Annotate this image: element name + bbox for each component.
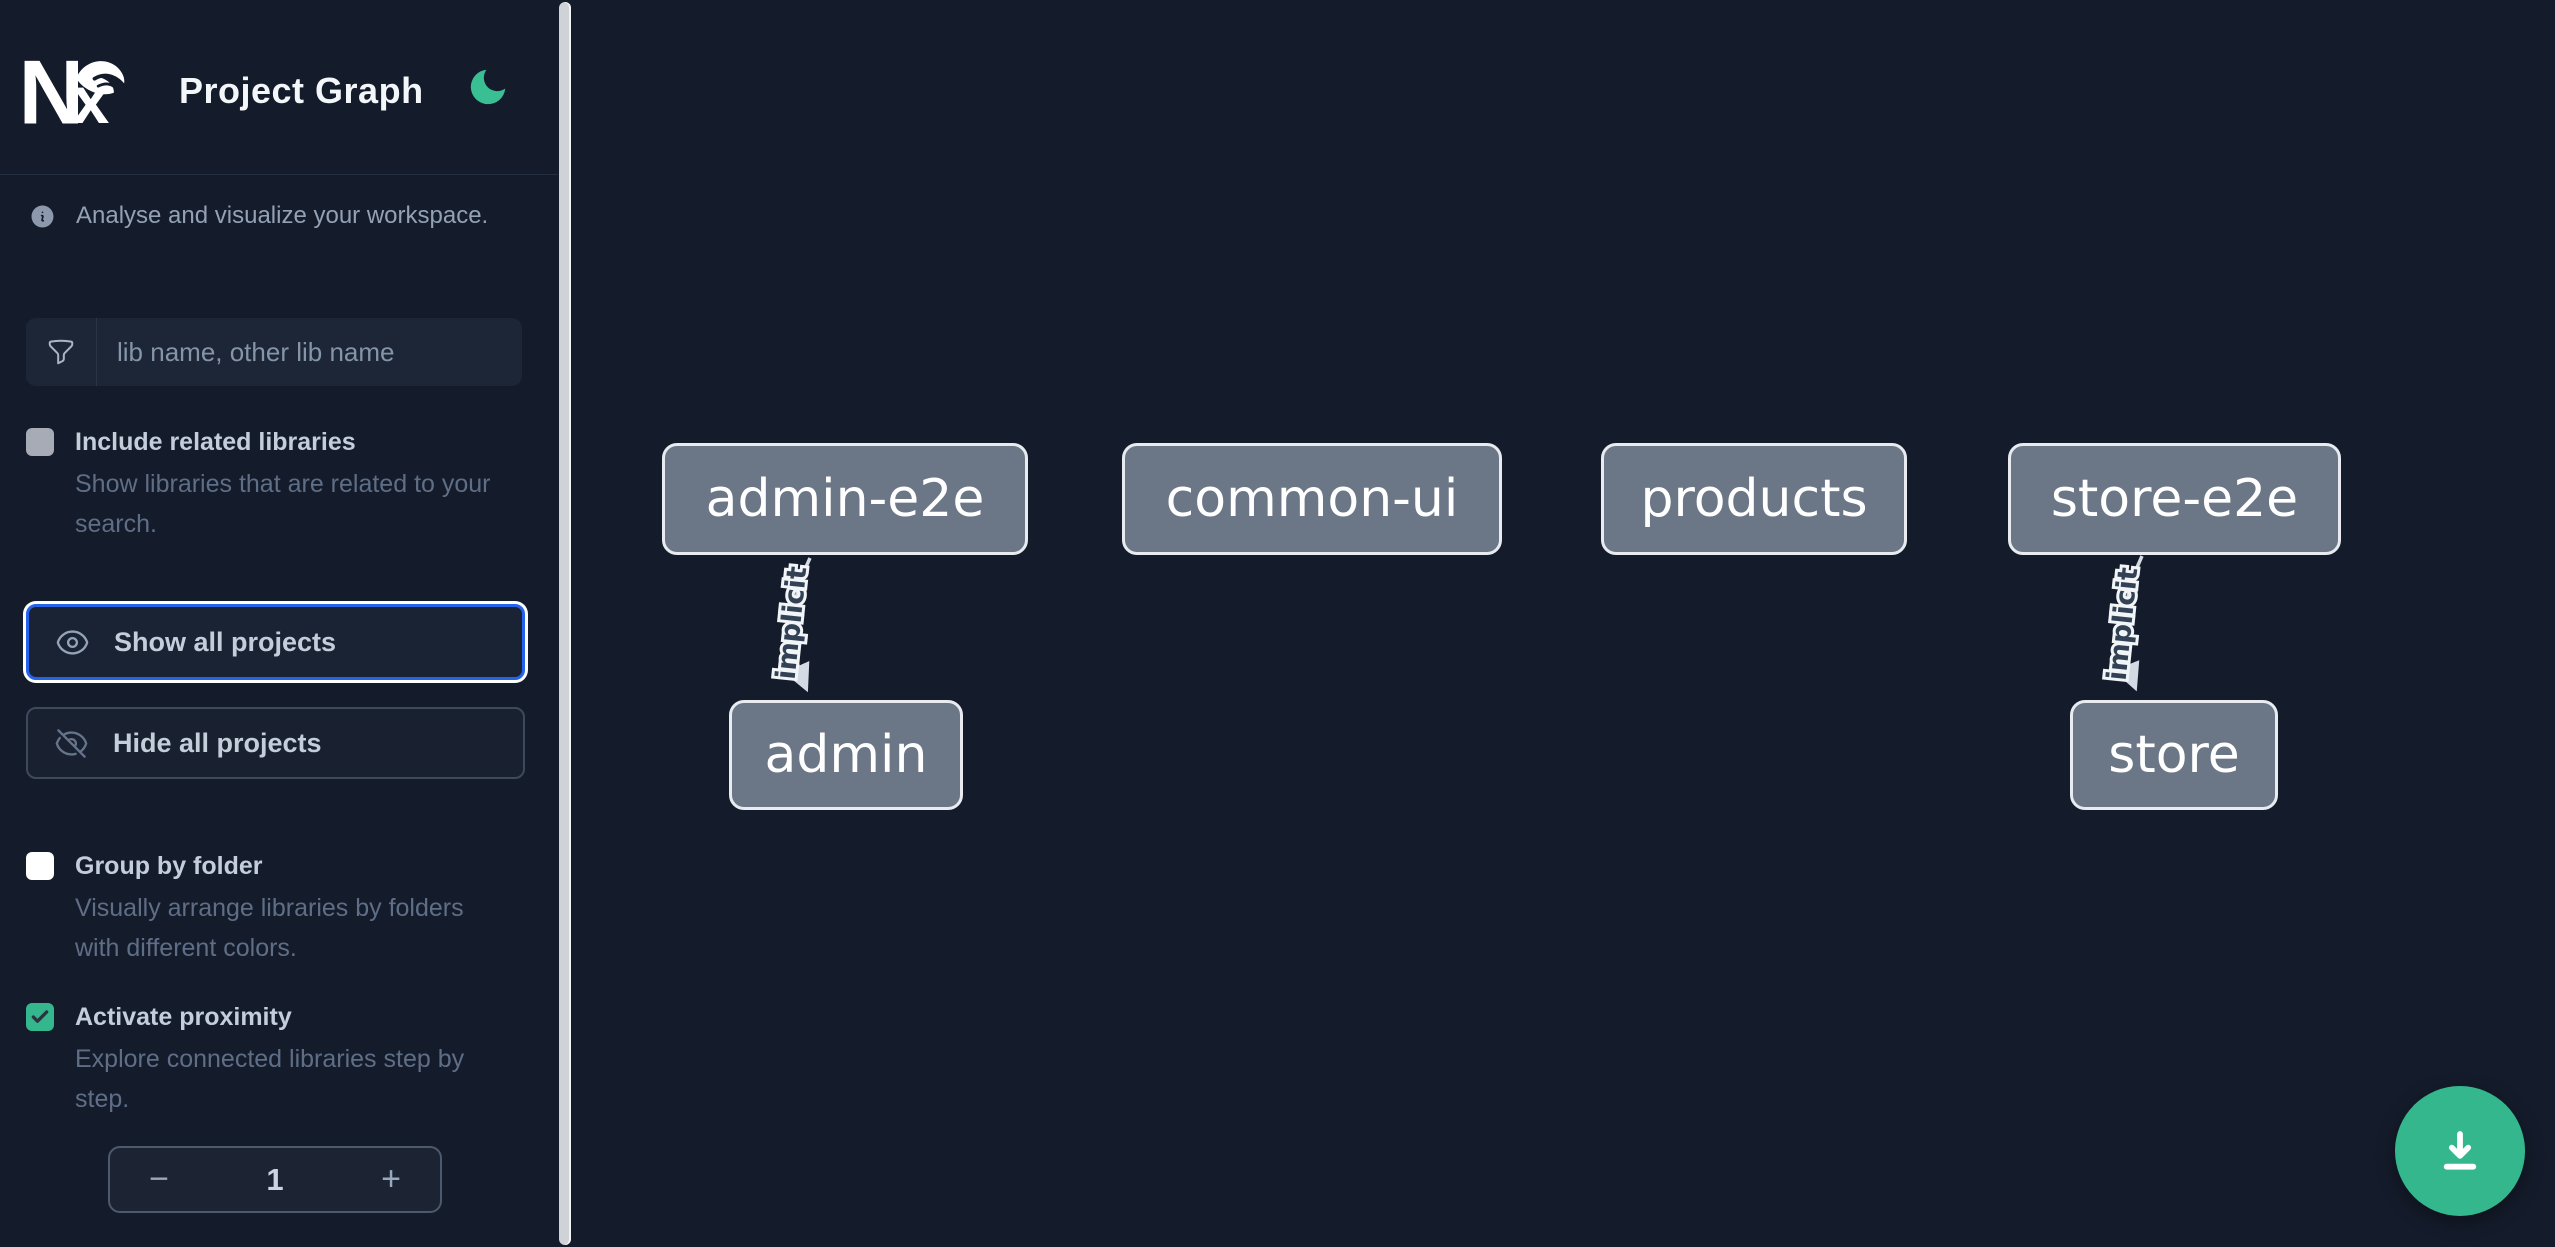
- sidebar: N x Project Graph Analyse and visualize …: [0, 0, 558, 1247]
- graph-canvas[interactable]: implicit implicit admin-e2e common-ui pr…: [572, 0, 2555, 1247]
- project-node-products[interactable]: products: [1601, 443, 1907, 555]
- increase-depth-button[interactable]: +: [342, 1148, 440, 1211]
- project-node-admin-e2e[interactable]: admin-e2e: [662, 443, 1028, 555]
- edge-store-e2e-to-store[interactable]: [2113, 555, 2144, 692]
- eye-slash-icon: [55, 728, 88, 758]
- sidebar-scrollbar: [558, 0, 572, 1247]
- activate-proximity-description: Explore connected libraries step by step…: [75, 1045, 465, 1113]
- proximity-depth-stepper: − 1 +: [108, 1146, 442, 1213]
- moon-icon: [470, 69, 506, 104]
- svg-text:N: N: [24, 44, 84, 132]
- edge-label-implicit: implicit: [2102, 566, 2145, 682]
- include-related-label: Include related libraries: [75, 428, 356, 456]
- scrollbar-thumb[interactable]: [559, 2, 571, 1245]
- eye-icon: [56, 629, 89, 655]
- hide-all-projects-button[interactable]: Hide all projects: [26, 707, 525, 779]
- graph-edges: implicit implicit: [768, 555, 2147, 693]
- nx-logo-icon: N x: [24, 44, 125, 132]
- theme-toggle-button[interactable]: [462, 62, 514, 114]
- filter-search: [26, 318, 522, 386]
- group-by-folder-option: Group by folder Visually arrange librari…: [26, 851, 504, 968]
- project-node-admin[interactable]: admin: [729, 700, 963, 810]
- activate-proximity-checkbox[interactable]: [26, 1003, 54, 1031]
- header-divider: [0, 174, 558, 175]
- activate-proximity-option: Activate proximity Explore connected lib…: [26, 1002, 504, 1119]
- project-node-store-e2e[interactable]: store-e2e: [2008, 443, 2341, 555]
- sidebar-header: N x Project Graph: [0, 0, 558, 174]
- download-icon: [2443, 1131, 2477, 1170]
- show-all-projects-label: Show all projects: [114, 626, 337, 657]
- include-related-description: Show libraries that are related to your …: [75, 470, 491, 538]
- edge-label-implicit: implicit: [771, 565, 814, 681]
- info-icon: [31, 205, 54, 227]
- show-all-projects-button[interactable]: Show all projects: [26, 604, 525, 680]
- download-graph-button[interactable]: [2395, 1086, 2525, 1216]
- workspace-subtitle: Analyse and visualize your workspace.: [76, 202, 489, 229]
- group-by-folder-description: Visually arrange libraries by folders wi…: [75, 894, 464, 962]
- project-node-common-ui[interactable]: common-ui: [1122, 443, 1502, 555]
- group-by-folder-label: Group by folder: [75, 852, 263, 880]
- include-related-option: Include related libraries Show libraries…: [26, 427, 504, 544]
- search-input[interactable]: [97, 318, 522, 386]
- depth-value: 1: [266, 1161, 284, 1197]
- decrease-depth-button[interactable]: −: [110, 1148, 208, 1211]
- activate-proximity-label: Activate proximity: [75, 1003, 292, 1031]
- include-related-checkbox[interactable]: [26, 428, 54, 456]
- checkmark-icon: [31, 1010, 49, 1023]
- project-node-store[interactable]: store: [2070, 700, 2278, 810]
- group-by-folder-checkbox[interactable]: [26, 852, 54, 880]
- workspace-info: Analyse and visualize your workspace.: [29, 202, 529, 230]
- page-title: Project Graph: [179, 70, 424, 111]
- edge-admin-e2e-to-admin[interactable]: [783, 557, 812, 693]
- hide-all-projects-label: Hide all projects: [113, 727, 322, 758]
- funnel-icon: [26, 318, 97, 386]
